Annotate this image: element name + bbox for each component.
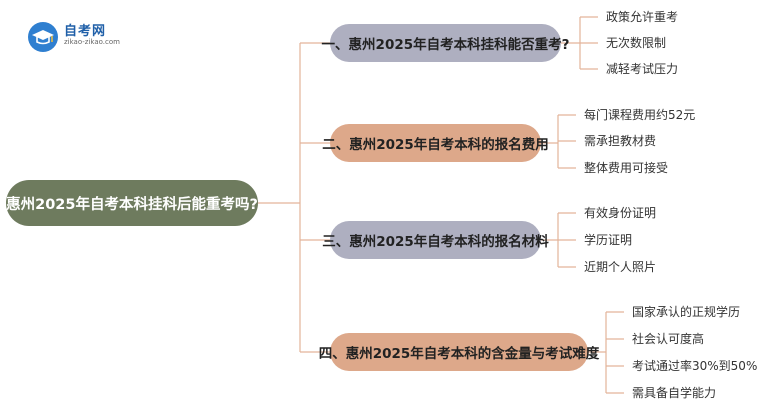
leaf-node: 整体费用可接受 (584, 161, 669, 175)
leaf-node: 减轻考试压力 (606, 62, 679, 76)
leaf-node: 国家承认的正规学历 (632, 305, 741, 319)
leaf-node: 无次数限制 (606, 36, 667, 50)
leaf-node: 政策允许重考 (606, 10, 679, 24)
branch-node-1: 一、惠州2025年自考本科挂科能否重考? (322, 24, 569, 62)
leaf-node: 考试通过率30%到50% (632, 359, 757, 373)
graduation-cap-icon (28, 22, 58, 52)
logo-url: zikao-zikao.com (64, 38, 120, 46)
logo-name: 自考网 (64, 24, 107, 39)
leaf-node: 每门课程费用约52元 (584, 108, 696, 122)
branch-node-2: 二、惠州2025年自考本科的报名费用 (322, 124, 549, 162)
branch-node-4: 四、惠州2025年自考本科的含金量与考试难度 (319, 333, 599, 371)
branch-node-3: 三、惠州2025年自考本科的报名材料 (322, 221, 549, 259)
leaf-node: 社会认可度高 (632, 332, 705, 346)
leaf-node: 有效身份证明 (584, 206, 657, 220)
root-node: 惠州2025年自考本科挂科后能重考吗? (6, 180, 258, 226)
leaf-node: 学历证明 (584, 233, 633, 247)
leaf-node: 需具备自学能力 (632, 386, 717, 400)
leaf-node: 需承担教材费 (584, 134, 657, 148)
leaf-node: 近期个人照片 (584, 260, 657, 274)
site-logo[interactable]: 自考网 zikao-zikao.com (28, 18, 148, 52)
